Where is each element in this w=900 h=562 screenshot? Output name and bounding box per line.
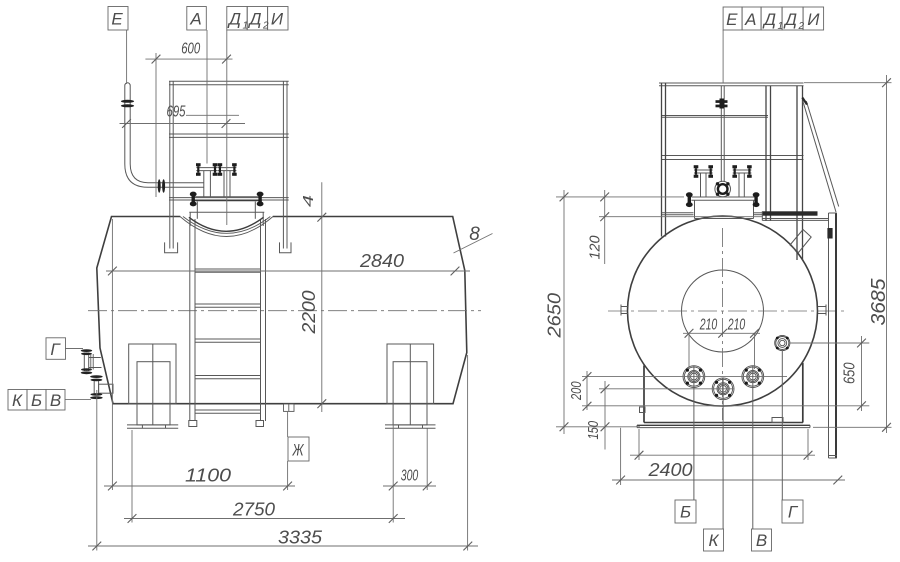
- svg-text:Д: Д: [227, 10, 241, 29]
- svg-text:Г: Г: [50, 340, 61, 359]
- svg-text:2: 2: [798, 21, 805, 32]
- svg-text:Д: Д: [248, 10, 262, 29]
- svg-text:8: 8: [469, 224, 480, 245]
- svg-text:В: В: [50, 391, 61, 410]
- svg-text:К: К: [12, 391, 23, 410]
- svg-text:Е: Е: [726, 10, 738, 29]
- svg-text:Ж: Ж: [292, 441, 305, 460]
- svg-text:В: В: [756, 531, 767, 550]
- svg-text:4: 4: [300, 195, 317, 207]
- svg-text:3335: 3335: [278, 528, 323, 548]
- svg-text:3685: 3685: [868, 278, 890, 326]
- svg-text:150: 150: [585, 421, 602, 440]
- svg-text:2840: 2840: [359, 251, 404, 271]
- svg-text:120: 120: [587, 235, 604, 260]
- svg-text:А: А: [189, 10, 201, 29]
- svg-text:А: А: [744, 10, 756, 29]
- svg-text:2750: 2750: [232, 500, 275, 520]
- svg-text:1100: 1100: [185, 466, 231, 486]
- svg-text:И: И: [271, 10, 284, 29]
- svg-text:210: 210: [727, 317, 745, 334]
- svg-text:650: 650: [842, 362, 859, 384]
- svg-text:Б: Б: [31, 391, 42, 410]
- svg-text:К: К: [708, 531, 719, 550]
- svg-text:300: 300: [401, 468, 419, 485]
- svg-text:1: 1: [778, 21, 784, 32]
- svg-text:2: 2: [262, 21, 269, 32]
- svg-text:695: 695: [167, 103, 186, 120]
- svg-text:Е: Е: [111, 10, 123, 29]
- svg-text:2200: 2200: [299, 291, 319, 335]
- svg-text:2400: 2400: [647, 460, 692, 480]
- svg-text:2650: 2650: [545, 293, 565, 339]
- svg-text:Г: Г: [788, 503, 799, 522]
- svg-text:Д: Д: [762, 10, 776, 29]
- svg-text:600: 600: [181, 41, 200, 58]
- svg-text:И: И: [807, 10, 820, 29]
- svg-text:210: 210: [699, 317, 717, 334]
- svg-text:200: 200: [568, 381, 585, 401]
- svg-text:Д: Д: [783, 10, 797, 29]
- svg-text:1: 1: [243, 21, 249, 32]
- svg-text:Б: Б: [680, 503, 691, 522]
